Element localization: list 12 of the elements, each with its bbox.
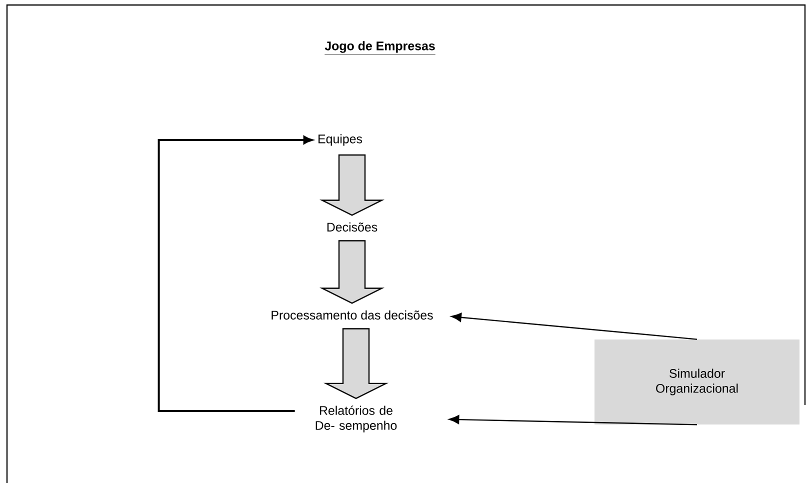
block-arrow bbox=[319, 240, 385, 304]
block-arrow bbox=[323, 328, 389, 400]
node-label: Relatórios de De- sempenho bbox=[316, 406, 397, 432]
node-label: Processamento das decisões bbox=[272, 310, 433, 320]
arrow bbox=[448, 415, 698, 426]
arrow bbox=[451, 312, 698, 340]
node-label: Decisões bbox=[327, 222, 378, 232]
process-box: Simulador Organizacional bbox=[594, 340, 800, 424]
node-label: Equipes bbox=[318, 134, 362, 146]
block-arrow bbox=[319, 154, 385, 216]
feedback-arrow bbox=[158, 136, 313, 412]
title: Jogo de Empresas bbox=[324, 41, 436, 54]
